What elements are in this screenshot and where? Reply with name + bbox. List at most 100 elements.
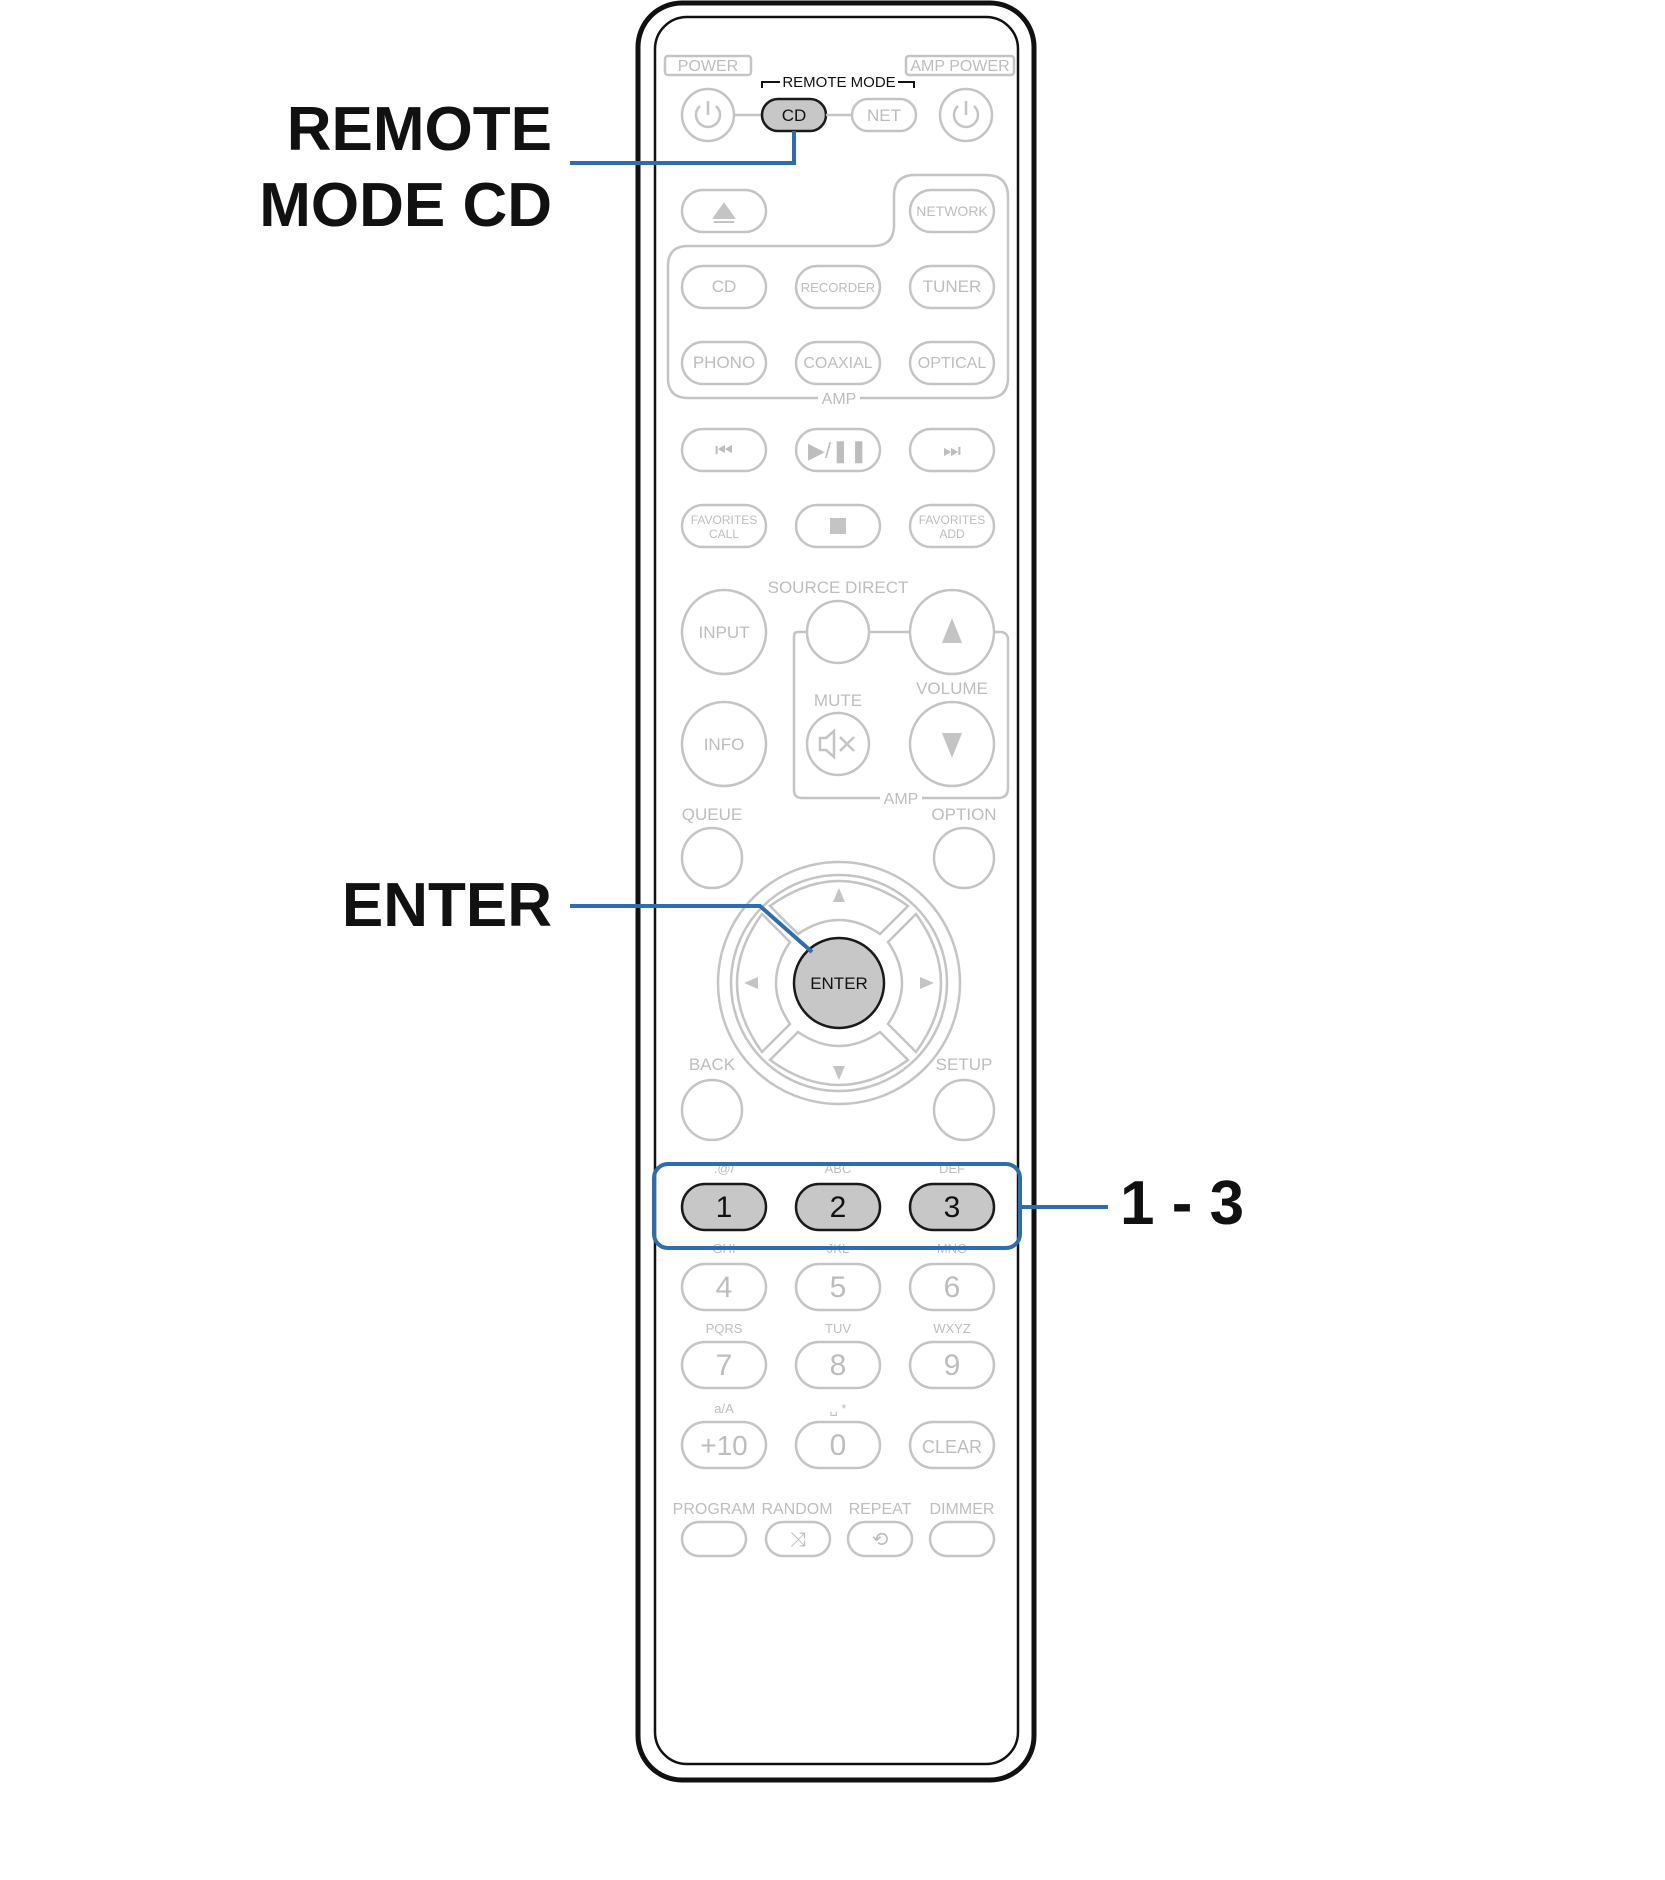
power-icon [694, 101, 722, 129]
num-6-label: 6 [944, 1271, 961, 1304]
num-9-letters: WXYZ [933, 1321, 971, 1336]
next-icon: ⏭ [943, 440, 961, 462]
remote-mode-bracket [761, 81, 915, 88]
remote-body-outer [635, 0, 1037, 1783]
remote-body-inner [653, 15, 1020, 1766]
enter-button[interactable] [792, 936, 886, 1030]
num-6-button[interactable] [908, 1262, 996, 1312]
power-label-box [663, 54, 753, 77]
amp-label-inputs: AMP [822, 391, 857, 408]
num-7-letters: PQRS [706, 1321, 743, 1336]
network-button[interactable] [908, 188, 996, 234]
num-8-label: 8 [830, 1349, 847, 1382]
back-label: BACK [689, 1055, 736, 1074]
favorites-add-button[interactable] [908, 503, 996, 549]
shuffle-icon: ⤨ [790, 1529, 806, 1551]
nav-ring-inner [729, 873, 949, 1093]
network-label: NETWORK [916, 203, 988, 219]
input-tuner-label: TUNER [923, 277, 982, 296]
input-optical-label: OPTICAL [918, 355, 987, 372]
input-recorder-label: RECORDER [801, 280, 875, 295]
nav-ring-outer [716, 860, 962, 1106]
amp-label-volume: AMP [884, 791, 919, 808]
volume-up-icon [942, 618, 962, 643]
mute-icon [818, 728, 855, 760]
source-direct-label: SOURCE DIRECT [768, 578, 909, 597]
num-5-label: 5 [830, 1271, 847, 1304]
input-tuner-button[interactable] [908, 264, 996, 310]
repeat-button[interactable] [846, 1520, 914, 1558]
plus10-label: +10 [700, 1430, 748, 1461]
play-pause-button[interactable] [794, 427, 882, 473]
favorites-add-label-2: ADD [939, 527, 965, 541]
num-3-button[interactable] [908, 1182, 996, 1232]
source-direct-button[interactable] [805, 599, 871, 665]
amp-label-volume-bg [880, 790, 922, 806]
volume-up-button[interactable] [908, 588, 996, 676]
eject-button[interactable] [680, 188, 768, 234]
num-4-button[interactable] [680, 1262, 768, 1312]
amp-label-bg [818, 390, 860, 406]
program-button[interactable] [680, 1520, 748, 1558]
setup-label: SETUP [936, 1055, 993, 1074]
input-cd-label: CD [712, 277, 737, 296]
queue-button[interactable] [680, 826, 744, 890]
clear-button[interactable] [908, 1420, 996, 1470]
volume-down-button[interactable] [908, 700, 996, 788]
next-button[interactable] [908, 427, 996, 473]
input-label: INPUT [699, 623, 750, 642]
nav-left-icon [744, 977, 758, 989]
random-button[interactable] [764, 1520, 832, 1558]
remote-mode-net-label: NET [867, 106, 901, 125]
mute-button[interactable] [805, 711, 871, 777]
eject-icon [712, 202, 736, 223]
random-label: RANDOM [761, 1501, 832, 1518]
num-2-button[interactable] [794, 1182, 882, 1232]
favorites-call-button[interactable] [680, 503, 768, 549]
previous-button[interactable] [680, 427, 768, 473]
input-recorder-button[interactable] [794, 264, 882, 310]
input-coaxial-label: COAXIAL [803, 355, 872, 372]
program-label: PROGRAM [673, 1501, 756, 1518]
num-1-button[interactable] [680, 1182, 768, 1232]
num-7-button[interactable] [680, 1340, 768, 1390]
num-0-button[interactable] [794, 1420, 882, 1470]
enter-label: ENTER [810, 974, 868, 993]
power-label: POWER [678, 58, 738, 75]
info-button[interactable] [680, 700, 768, 788]
nav-up-button[interactable] [768, 879, 910, 936]
input-phono-button[interactable] [680, 340, 768, 386]
remote-mode-net-button[interactable] [850, 97, 918, 133]
input-optical-button[interactable] [908, 340, 996, 386]
num-0-label: 0 [830, 1429, 847, 1462]
nav-right-button[interactable] [886, 912, 943, 1054]
plus10-button[interactable] [680, 1420, 768, 1470]
callout-numbers: 1 - 3 [1120, 1169, 1245, 1238]
mute-label: MUTE [814, 691, 862, 710]
num-5-button[interactable] [794, 1262, 882, 1312]
nav-up-icon [833, 888, 845, 902]
stop-button[interactable] [794, 503, 882, 549]
num-8-button[interactable] [794, 1340, 882, 1390]
back-button[interactable] [680, 1078, 744, 1142]
callout-remote-mode-line1: REMOTE [286, 95, 552, 164]
dimmer-button[interactable] [928, 1520, 996, 1558]
nav-left-button[interactable] [735, 912, 792, 1054]
num-4-label: 4 [716, 1271, 733, 1304]
play-pause-icon: ▶/❚❚ [808, 438, 868, 464]
input-button[interactable] [680, 588, 768, 676]
stop-icon [830, 518, 846, 534]
num-0-letters: ␣ * [830, 1401, 847, 1416]
nav-down-button[interactable] [768, 1030, 910, 1087]
remote-mode-label: REMOTE MODE [782, 74, 895, 91]
queue-label: QUEUE [682, 805, 742, 824]
setup-button[interactable] [932, 1078, 996, 1142]
callout-enter: ENTER [341, 871, 552, 940]
repeat-label: REPEAT [849, 1501, 912, 1518]
option-button[interactable] [932, 826, 996, 890]
input-cd-button[interactable] [680, 264, 768, 310]
input-coaxial-button[interactable] [794, 340, 882, 386]
num-9-button[interactable] [908, 1340, 996, 1390]
amp-power-button[interactable] [938, 87, 994, 143]
